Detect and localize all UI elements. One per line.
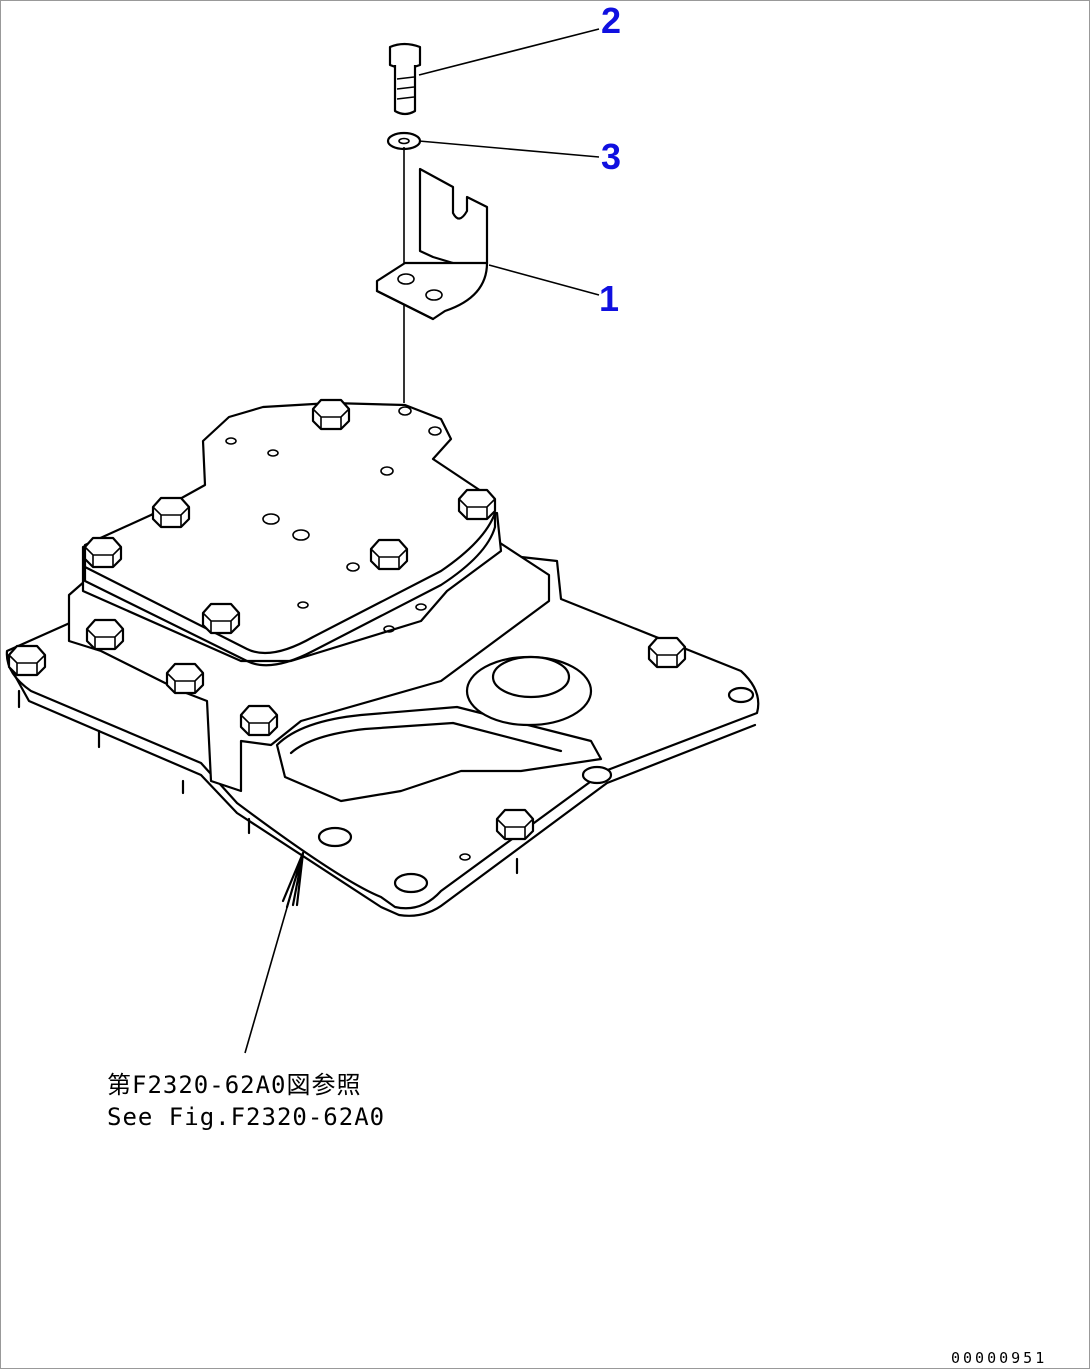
- callout-1[interactable]: 1: [599, 278, 619, 319]
- hex-bolt: [201, 602, 241, 635]
- bolt-part[interactable]: [388, 42, 422, 116]
- hex-bolt: [165, 662, 205, 695]
- callout-3[interactable]: 3: [601, 136, 621, 177]
- hex-bolt: [457, 488, 497, 521]
- hex-bolt: [311, 398, 351, 431]
- drawing-code: 00000951: [951, 1349, 1047, 1367]
- bracket-part[interactable]: [375, 167, 489, 321]
- hex-bolt: [85, 618, 125, 651]
- hex-bolt: [369, 538, 409, 571]
- housing-bolts: [7, 398, 687, 841]
- reference-note-en: See Fig.F2320-62A0: [107, 1103, 385, 1131]
- hex-bolt: [151, 496, 191, 529]
- hex-bolt: [239, 704, 279, 737]
- callout-2[interactable]: 2: [601, 1, 621, 41]
- valve-body: [5, 401, 760, 917]
- hex-bolt: [647, 636, 687, 669]
- reference-note-jp: 第F2320-62A0図参照: [107, 1071, 362, 1099]
- hex-bolt: [7, 644, 47, 677]
- leader-lines: [244, 28, 600, 1054]
- washer-part[interactable]: [386, 131, 422, 151]
- hex-bolt: [83, 536, 123, 569]
- hex-bolt: [495, 808, 535, 841]
